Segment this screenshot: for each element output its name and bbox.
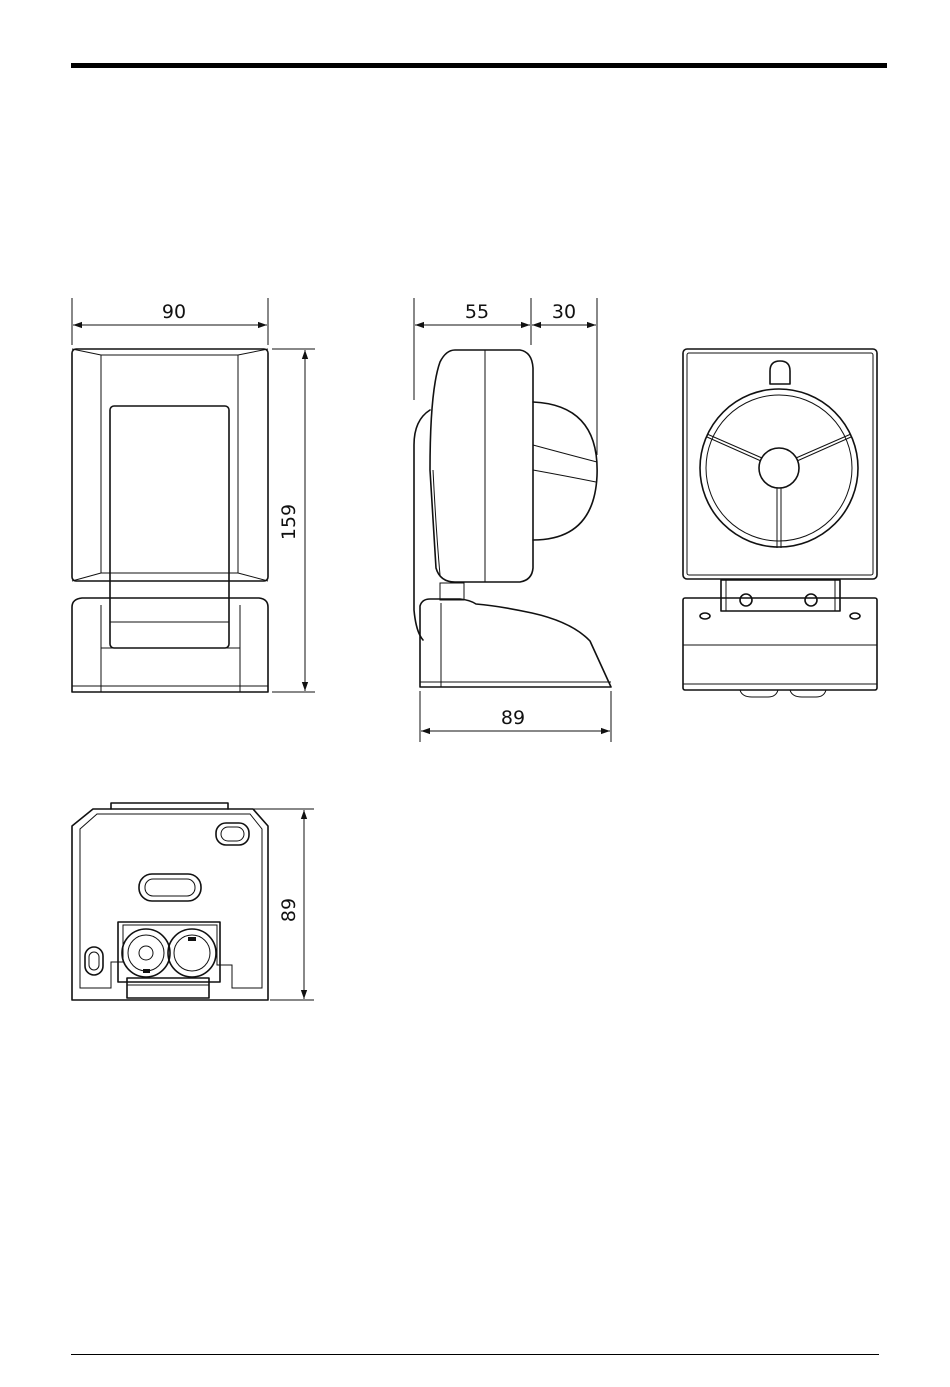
sensor-view [683,349,877,697]
side-base-depth-label: 89 [501,707,525,729]
bottom-view [72,803,268,1000]
side-view [414,350,611,687]
side-base-dimension: 89 [420,691,611,742]
side-body-depth-label: 55 [465,301,489,323]
front-view [72,349,268,692]
side-dome-depth-label: 30 [552,301,576,323]
front-width-dimension: 90 [72,298,268,345]
bottom-depth-label: 89 [278,898,300,922]
side-depth-dimension: 55 30 [414,298,597,455]
front-width-label: 90 [162,301,186,323]
front-height-label: 159 [278,504,300,540]
front-height-dimension: 159 [272,349,315,692]
